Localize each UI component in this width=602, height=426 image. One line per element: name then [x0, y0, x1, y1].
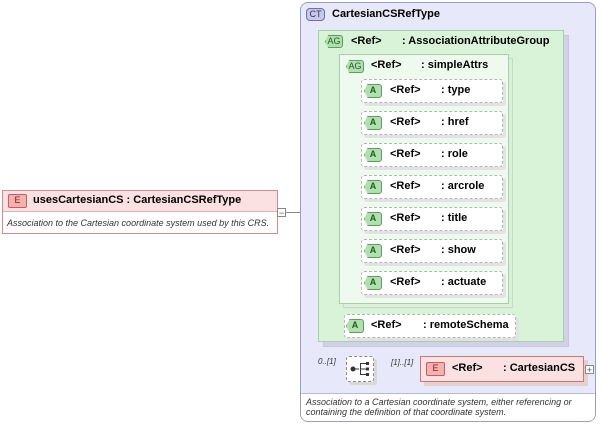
attribute-name: : actuate [441, 276, 487, 288]
attribute-badge: A [364, 212, 382, 226]
complex-type-documentation [301, 393, 595, 421]
remote-schema-ref: <Ref> [371, 319, 402, 331]
attribute-ref: <Ref> [390, 116, 421, 128]
sequence-compositor[interactable] [346, 356, 374, 382]
attribute-name: : href [441, 116, 469, 128]
remote-schema-badge: A [346, 319, 364, 333]
attribute-ref: <Ref> [390, 244, 421, 256]
child-element-name: : CartesianCS [503, 362, 576, 374]
attribute-group-name: : AssociationAttributeGroup [402, 35, 550, 47]
collapse-icon[interactable]: − [277, 208, 286, 218]
attribute-href[interactable] [361, 111, 503, 135]
attribute-show[interactable] [361, 239, 503, 263]
remote-schema-name: : remoteSchema [423, 319, 509, 331]
attribute-badge: A [364, 276, 382, 290]
child-occurrence: [1]..[1] [391, 358, 414, 367]
complex-type-name: CartesianCSRefType [332, 8, 440, 20]
root-element-documentation: Association to the Cartesian coordinate … [7, 218, 270, 228]
sequence-icon [350, 362, 369, 376]
simple-attrs-badge: AG [346, 60, 364, 73]
attribute-badge: A [364, 116, 382, 130]
attribute-name: : role [441, 148, 468, 160]
simple-attrs-ref: <Ref> [371, 59, 402, 71]
attribute-remote-schema[interactable] [344, 314, 516, 338]
attribute-arcrole[interactable] [361, 175, 503, 199]
attribute-badge: A [364, 84, 382, 98]
child-element-badge: E [426, 362, 445, 376]
child-element-ref: <Ref> [452, 362, 483, 374]
attribute-ref: <Ref> [390, 84, 421, 96]
sequence-occurrence: 0..[1] [318, 357, 336, 366]
expand-icon[interactable]: + [585, 365, 594, 375]
root-element-name: usesCartesianCS : CartesianCSRefType [33, 194, 242, 206]
complex-type-badge: CT [306, 8, 325, 21]
attribute-role[interactable] [361, 143, 503, 167]
attribute-group-badge: AG [325, 35, 343, 48]
root-element-badge: E [8, 194, 27, 208]
attribute-type[interactable] [361, 79, 503, 103]
attribute-badge: A [364, 244, 382, 258]
attribute-badge: A [364, 180, 382, 194]
attribute-name: : show [441, 244, 476, 256]
complex-type-doc-line1: Association to a Cartesian coordinate sy… [306, 397, 572, 407]
attribute-ref: <Ref> [390, 276, 421, 288]
attribute-title[interactable] [361, 207, 503, 231]
attribute-badge: A [364, 148, 382, 162]
child-element-cartesian-cs[interactable] [420, 356, 584, 382]
attribute-ref: <Ref> [390, 180, 421, 192]
attribute-group-ref: <Ref> [351, 35, 382, 47]
complex-type-doc-line2: containing the definition of that coordi… [306, 407, 507, 417]
attribute-actuate[interactable] [361, 271, 503, 295]
attribute-ref: <Ref> [390, 148, 421, 160]
root-element-header [3, 191, 277, 212]
attribute-name: : arcrole [441, 180, 485, 192]
attribute-name: : title [441, 212, 468, 224]
attribute-ref: <Ref> [390, 212, 421, 224]
simple-attrs-name: : simpleAttrs [421, 59, 489, 71]
attribute-name: : type [441, 84, 471, 96]
